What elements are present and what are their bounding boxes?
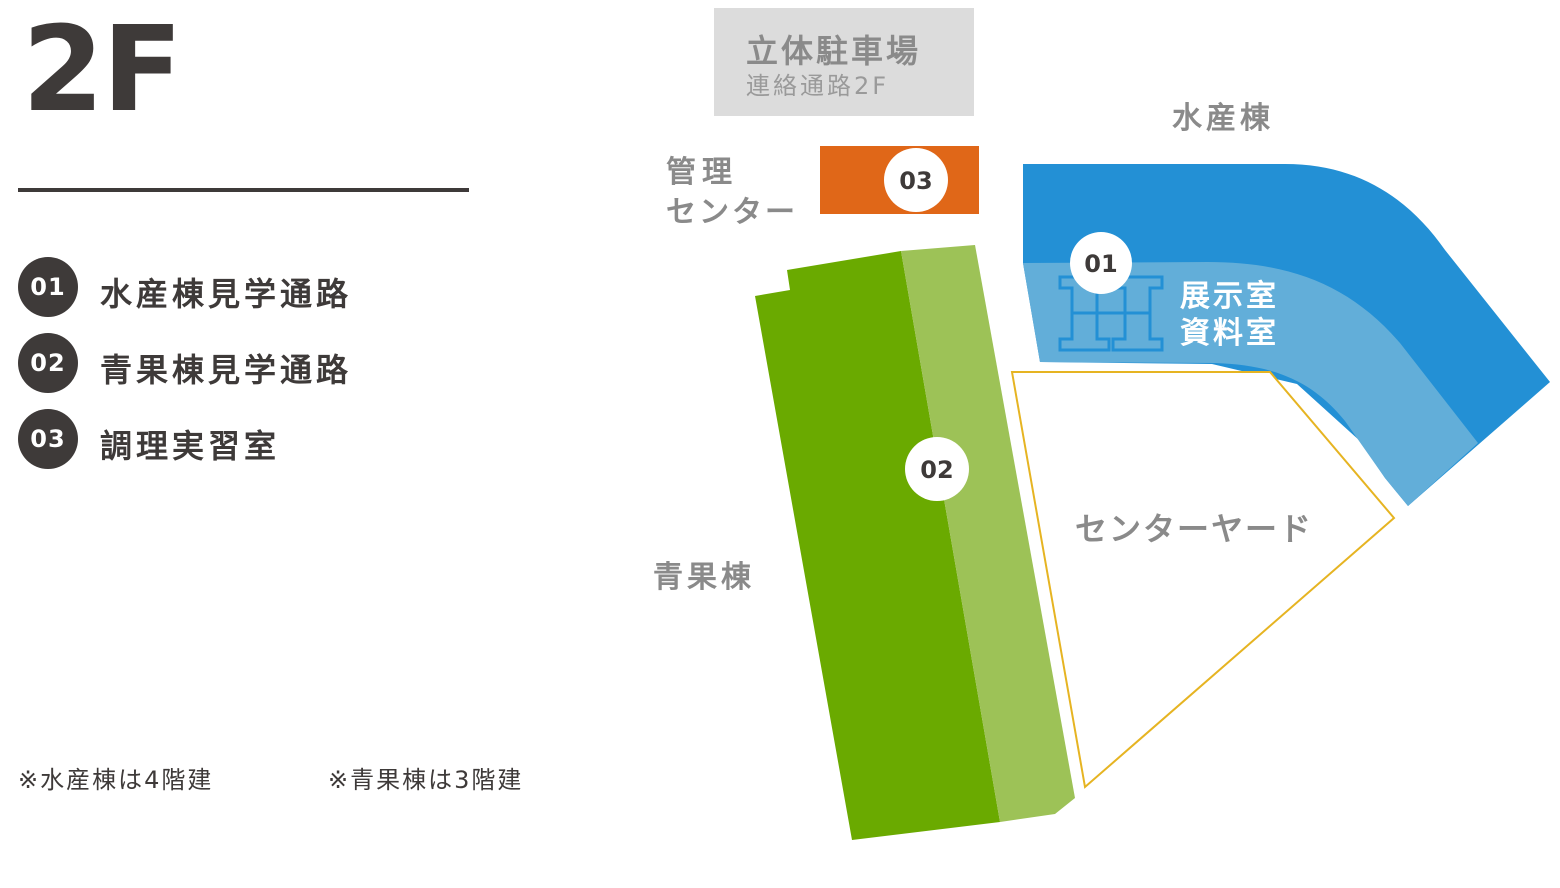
floor-title: 2F <box>22 0 183 138</box>
note-produce-floors: ※青果棟は3階建 <box>328 766 524 794</box>
marker-01-badge[interactable] <box>1070 232 1132 294</box>
legend-label: 調理実習室 <box>100 427 281 465</box>
legend-badge: 01 <box>18 257 78 317</box>
legend-label: 水産棟見学通路 <box>100 275 353 313</box>
parking-title: 立体駐車場 <box>746 32 921 70</box>
produce-walkway[interactable] <box>901 245 1075 822</box>
marker-01-label: 01 <box>1084 250 1117 278</box>
produce-building[interactable] <box>755 251 1000 840</box>
archive-room-label: 資料室 <box>1180 316 1279 351</box>
marker-03-badge[interactable] <box>884 148 948 212</box>
note-marine-floors: ※水産棟は4階建 <box>18 766 214 794</box>
legend-label: 青果棟見学通路 <box>100 351 353 389</box>
title-divider <box>18 188 469 192</box>
legend-badge: 02 <box>18 333 78 393</box>
marker-02-label: 02 <box>920 456 953 484</box>
legend-badge: 03 <box>18 409 78 469</box>
admin-center-label-line1: 管理 <box>666 155 738 190</box>
center-yard-label: センターヤード <box>1075 510 1313 548</box>
marine-building-label: 水産棟 <box>1172 101 1274 136</box>
parking-subtitle: 連絡通路2F <box>746 72 889 100</box>
marker-03-label: 03 <box>899 167 932 195</box>
admin-center-label-line2: センター <box>666 195 798 230</box>
marker-02-badge[interactable] <box>905 437 969 501</box>
center-yard[interactable] <box>1010 371 1396 789</box>
parking-structure[interactable] <box>714 8 974 116</box>
produce-building-label: 青果棟 <box>653 560 755 595</box>
exhibit-room-label: 展示室 <box>1180 279 1279 314</box>
marine-walkway[interactable] <box>1023 262 1478 506</box>
